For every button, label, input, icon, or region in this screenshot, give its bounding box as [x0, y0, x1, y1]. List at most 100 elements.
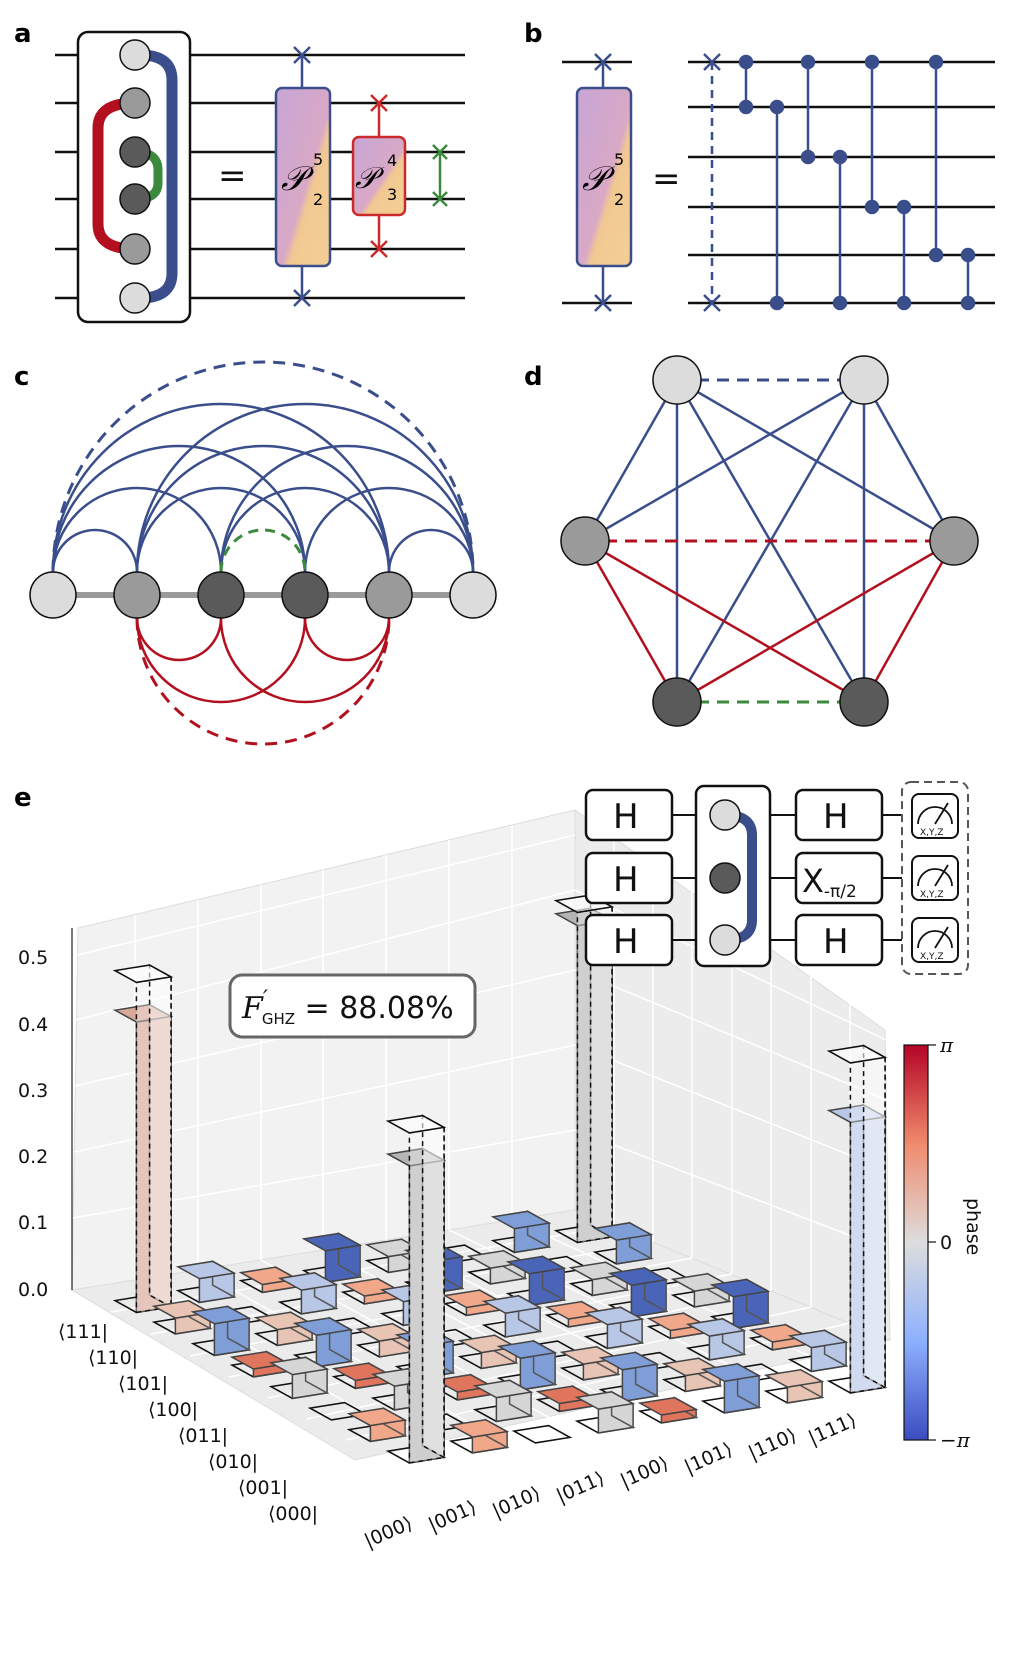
meter-icon: X,Y,Z	[911, 917, 959, 963]
row-label: ⟨111|	[58, 1321, 108, 1343]
ideal-bar	[849, 1056, 886, 1394]
h-gate-5: H	[823, 922, 849, 962]
col-label: |010⟩	[489, 1482, 544, 1522]
density-bar-base	[511, 1424, 573, 1444]
equals-a: =	[218, 156, 247, 196]
ideal-bar	[421, 1114, 445, 1459]
row-labels: ⟨111| ⟨110| ⟨101| ⟨100| ⟨011| ⟨010| ⟨001…	[58, 1321, 318, 1525]
density-bar	[175, 1260, 237, 1280]
h-gate-4: H	[823, 797, 849, 837]
density-bar	[301, 1232, 363, 1252]
density-bar	[826, 1104, 888, 1124]
row-label: ⟨110|	[88, 1347, 138, 1369]
density-bar	[637, 1396, 699, 1416]
panel-label-c: c	[14, 362, 29, 392]
row-label: ⟨000|	[268, 1503, 318, 1525]
fidelity-box	[228, 973, 477, 1039]
h-gate-2: H	[613, 860, 639, 900]
bar3d-bars	[112, 893, 888, 1464]
col-label: |111⟩	[805, 1409, 860, 1449]
col-label: |110⟩	[745, 1424, 800, 1464]
density-bar	[481, 1295, 543, 1314]
colorbar-top: π	[939, 1033, 954, 1057]
ztick: 0.3	[18, 1080, 48, 1102]
swap-cross-bottom	[293, 289, 311, 307]
ztick: 0.0	[18, 1279, 48, 1301]
svg-text:X,Y,Z: X,Y,Z	[920, 828, 944, 838]
chain-nodes	[29, 571, 497, 619]
col-label: |011⟩	[553, 1467, 608, 1507]
panel-label-e: e	[14, 783, 32, 813]
ideal-bar	[576, 906, 613, 1244]
svg-text:X,Y,Z: X,Y,Z	[920, 890, 944, 900]
row-label: ⟨100|	[148, 1399, 198, 1421]
density-bar	[490, 1210, 552, 1230]
density-bar	[190, 1305, 252, 1325]
panel-label-a: a	[14, 19, 32, 49]
colorbar-label: phase	[962, 1198, 984, 1255]
density-bar	[709, 1278, 771, 1298]
red-dashed-arc	[135, 617, 391, 746]
blue-dashed-arc	[51, 360, 475, 573]
density-bar	[607, 1267, 669, 1287]
density-bar	[574, 1391, 636, 1410]
p43-gate	[351, 135, 407, 217]
z-ticks: 0.0 0.1 0.2 0.3 0.4 0.5	[18, 947, 48, 1301]
density-bar	[448, 1418, 510, 1438]
h-gate-1: H	[613, 797, 639, 837]
density-bar	[592, 1222, 654, 1241]
p52-gate-b	[575, 86, 633, 268]
qubit-nodes-a	[119, 39, 151, 314]
cz-ladder	[738, 54, 976, 311]
row-label: ⟨011|	[178, 1425, 228, 1447]
density-bar	[292, 1317, 354, 1337]
density-bar	[505, 1255, 567, 1275]
p52-sub-b: 2	[614, 190, 624, 209]
row-label: ⟨101|	[118, 1373, 168, 1395]
density-bar	[496, 1340, 558, 1360]
density-bar	[700, 1363, 762, 1383]
density-bar	[583, 1306, 645, 1326]
col-label: |100⟩	[617, 1452, 672, 1492]
col-label: |001⟩	[425, 1496, 480, 1536]
density-bar	[472, 1379, 534, 1399]
panel-label-b: b	[524, 19, 543, 49]
red-bracket	[92, 97, 136, 255]
green-swap	[432, 144, 448, 207]
h-gate-3: H	[613, 922, 639, 962]
density-bar	[385, 1147, 447, 1167]
equals-b: =	[652, 159, 681, 199]
swap-cross-top	[293, 46, 311, 64]
density-bar	[268, 1356, 330, 1376]
hex-nodes	[560, 355, 979, 727]
p52-sup-a: 5	[313, 150, 323, 169]
red-edges	[583, 539, 956, 704]
meter-icon: X,Y,Z	[911, 855, 959, 901]
row-label: ⟨010|	[208, 1451, 258, 1473]
panel-label-d: d	[524, 362, 543, 392]
x-gate: X-π/2	[802, 862, 857, 902]
red-arcs	[135, 617, 391, 704]
p52-sub-a: 2	[313, 190, 323, 209]
ideal-bar	[112, 964, 174, 984]
blue-arcs	[51, 402, 475, 573]
fidelity-text: F′GHZ = 88.08%	[241, 987, 454, 1028]
density-bar	[787, 1329, 849, 1349]
ideal-bar	[826, 1044, 888, 1064]
ideal-bar	[408, 1126, 445, 1464]
col-label: |101⟩	[681, 1438, 736, 1478]
row-label: ⟨001|	[238, 1477, 288, 1499]
circuit-inset: H H H H X-π/2 H X,Y,Z X,Y,Z X	[584, 781, 969, 975]
meter-icon: X,Y,Z	[911, 793, 959, 839]
ztick: 0.4	[18, 1014, 48, 1036]
colorbar-bottom: −π	[940, 1428, 971, 1452]
ztick: 0.5	[18, 947, 48, 969]
density-bar	[346, 1407, 408, 1427]
density-bar	[685, 1318, 747, 1337]
ztick: 0.1	[18, 1212, 48, 1234]
ztick: 0.2	[18, 1146, 48, 1168]
p43-sub: 3	[387, 185, 397, 204]
ideal-bar	[385, 1114, 447, 1134]
density-bar	[598, 1351, 660, 1371]
